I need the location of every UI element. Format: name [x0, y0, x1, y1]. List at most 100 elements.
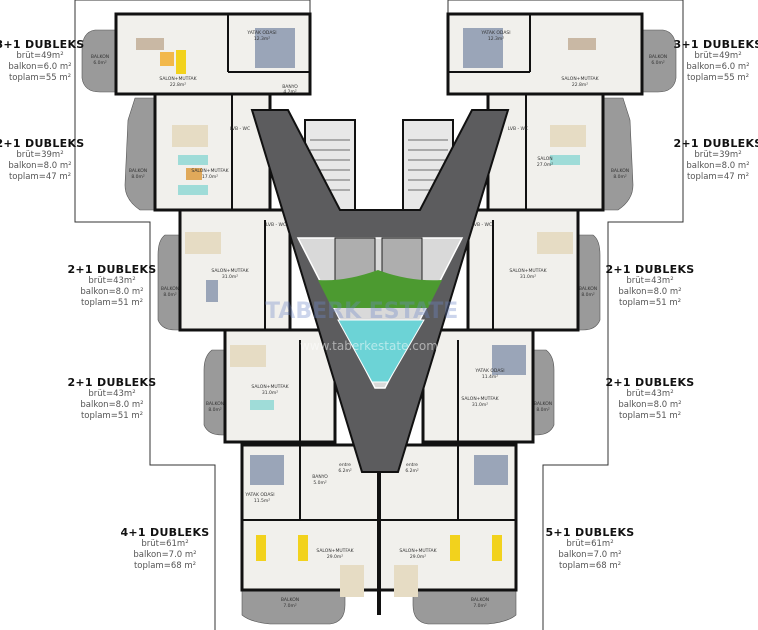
- unit-balcony: balkon=8.0 m²: [618, 400, 682, 410]
- unit-title: 2+1 DUBLEKS: [67, 263, 157, 276]
- room-label: 11.4m²: [482, 374, 498, 380]
- room-label: 8.0m²: [208, 407, 222, 413]
- unit-balcony: balkon=8.0 m²: [80, 287, 144, 297]
- room-label: BALKON: [161, 286, 179, 292]
- room-label: YATAK ODASI: [480, 30, 510, 36]
- room-label: SALON: [537, 156, 552, 162]
- balcony: [532, 349, 555, 436]
- room-label: 11.5m²: [254, 498, 270, 504]
- unit-gross: brüt=43m²: [626, 389, 674, 399]
- unit-gross: brüt=49m²: [16, 51, 64, 61]
- unit-balcony: balkon=8.0 m²: [686, 161, 750, 171]
- unit-gross: brüt=43m²: [88, 389, 136, 399]
- room-label: 17.0m²: [202, 174, 218, 180]
- balcony: [203, 349, 226, 436]
- room-label: 22.8m²: [170, 82, 186, 88]
- balcony: [412, 589, 517, 625]
- room-label: 5.0m²: [313, 480, 327, 486]
- unit-gross: brüt=39m²: [694, 150, 742, 160]
- unit-balcony: balkon=8.0 m²: [80, 400, 144, 410]
- watermark-brand: TABERK ESTATE: [265, 299, 458, 324]
- unit-title: 3+1 DUBLEKS: [0, 38, 85, 51]
- balcony: [157, 234, 181, 331]
- room-label: BALKON: [579, 286, 597, 292]
- room-label: entre: [339, 462, 351, 468]
- room-label: 7.0m²: [473, 603, 487, 609]
- room-label: 22.8m²: [572, 82, 588, 88]
- room-label: SALON+MUTFAK: [251, 384, 289, 390]
- unit-2plus1-right-b[interactable]: [466, 208, 580, 332]
- room-label: BALKON: [611, 168, 629, 174]
- room-label: 31.0m²: [520, 274, 536, 280]
- room-label: SALON+MUTFAK: [211, 268, 249, 274]
- unit-total: toplam=51 m²: [80, 411, 144, 421]
- room-label: BALKON: [649, 54, 667, 60]
- unit-title: 5+1 DUBLEKS: [545, 526, 635, 539]
- room-label: 8.0m²: [581, 292, 595, 298]
- unit-info: 5+1 DUBLEKS brüt=61m² balkon=7.0 m² topl…: [535, 526, 645, 572]
- unit-2plus1-left-b[interactable]: [178, 208, 292, 332]
- room-label: 29.0m²: [327, 554, 343, 560]
- unit-title: 2+1 DUBLEKS: [673, 137, 758, 150]
- watermark-url: www.taberkestate.com: [300, 339, 438, 353]
- balcony: [81, 29, 117, 93]
- room-label: LVB - WC: [472, 222, 492, 228]
- unit-info: 2+1 DUBLEKS brüt=39m² balkon=8.0 m² topl…: [0, 137, 95, 183]
- room-label: SALON+MUTFAK: [399, 548, 437, 554]
- room-label: 31.0m²: [472, 402, 488, 408]
- room-label: 6.2m²: [405, 468, 419, 474]
- room-label: SALON+MUTFAK: [191, 168, 229, 174]
- room-label: BALKON: [281, 597, 299, 603]
- unit-title: 2+1 DUBLEKS: [605, 263, 695, 276]
- unit-info: 2+1 DUBLEKS brüt=43m² balkon=8.0 m² topl…: [57, 376, 167, 422]
- room-label: YATAK ODASI: [246, 30, 276, 36]
- room-label: BANYO: [312, 474, 328, 480]
- frame-left: [74, 0, 310, 630]
- unit-gross: brüt=49m²: [694, 51, 742, 61]
- room-label: YATAK ODASI: [474, 368, 504, 374]
- unit-info: 4+1 DUBLEKS brüt=61m² balkon=7.0 m² topl…: [110, 526, 220, 572]
- pool: [337, 319, 425, 383]
- balcony: [577, 234, 601, 331]
- room-label: BANYO: [282, 84, 298, 90]
- balcony: [602, 97, 634, 211]
- unit-balcony: balkon=7.0 m²: [558, 550, 622, 560]
- unit-title: 2+1 DUBLEKS: [605, 376, 695, 389]
- room-label: 12.3m²: [254, 36, 270, 42]
- frame-right: [448, 0, 684, 630]
- room-label: 8.0m²: [536, 407, 550, 413]
- unit-gross: brüt=39m²: [16, 150, 64, 160]
- room-label: BALKON: [129, 168, 147, 174]
- room-label: 12.3m²: [488, 36, 504, 42]
- room-label: 29.0m²: [410, 554, 426, 560]
- room-label: 4.2m²: [283, 89, 297, 95]
- room-label: YATAK ODASI: [244, 492, 274, 498]
- unit-info: 2+1 DUBLEKS brüt=43m² balkon=8.0 m² topl…: [595, 376, 705, 422]
- unit-title: 2+1 DUBLEKS: [67, 376, 157, 389]
- unit-balcony: balkon=8.0 m²: [8, 161, 72, 171]
- unit-total: toplam=68 m²: [558, 561, 622, 571]
- unit-title: 3+1 DUBLEKS: [673, 38, 758, 51]
- interior-walls: [227, 14, 531, 615]
- unit-total: toplam=47 m²: [686, 172, 750, 182]
- room-label: BALKON: [534, 401, 552, 407]
- room-label: 7.0m²: [283, 603, 297, 609]
- unit-balcony: balkon=8.0 m²: [618, 287, 682, 297]
- balcony: [124, 97, 156, 211]
- balcony: [241, 589, 346, 625]
- room-label: SALON+MUTFAK: [561, 76, 599, 82]
- unit-gross: brüt=61m²: [566, 539, 614, 549]
- unit-balcony: balkon=6.0 m²: [686, 62, 750, 72]
- unit-total: toplam=51 m²: [618, 411, 682, 421]
- room-label: 6.0m²: [93, 60, 107, 66]
- unit-info: 2+1 DUBLEKS brüt=43m² balkon=8.0 m² topl…: [57, 263, 167, 309]
- unit-total: toplam=47 m²: [8, 172, 72, 182]
- unit-total: toplam=55 m²: [686, 73, 750, 83]
- balcony: [641, 29, 677, 93]
- unit-gross: brüt=43m²: [88, 276, 136, 286]
- unit-total: toplam=68 m²: [133, 561, 197, 571]
- unit-info: 3+1 DUBLEKS brüt=49m² balkon=6.0 m² topl…: [0, 38, 95, 84]
- room-label: 6.0m²: [651, 60, 665, 66]
- room-label: 8.0m²: [131, 174, 145, 180]
